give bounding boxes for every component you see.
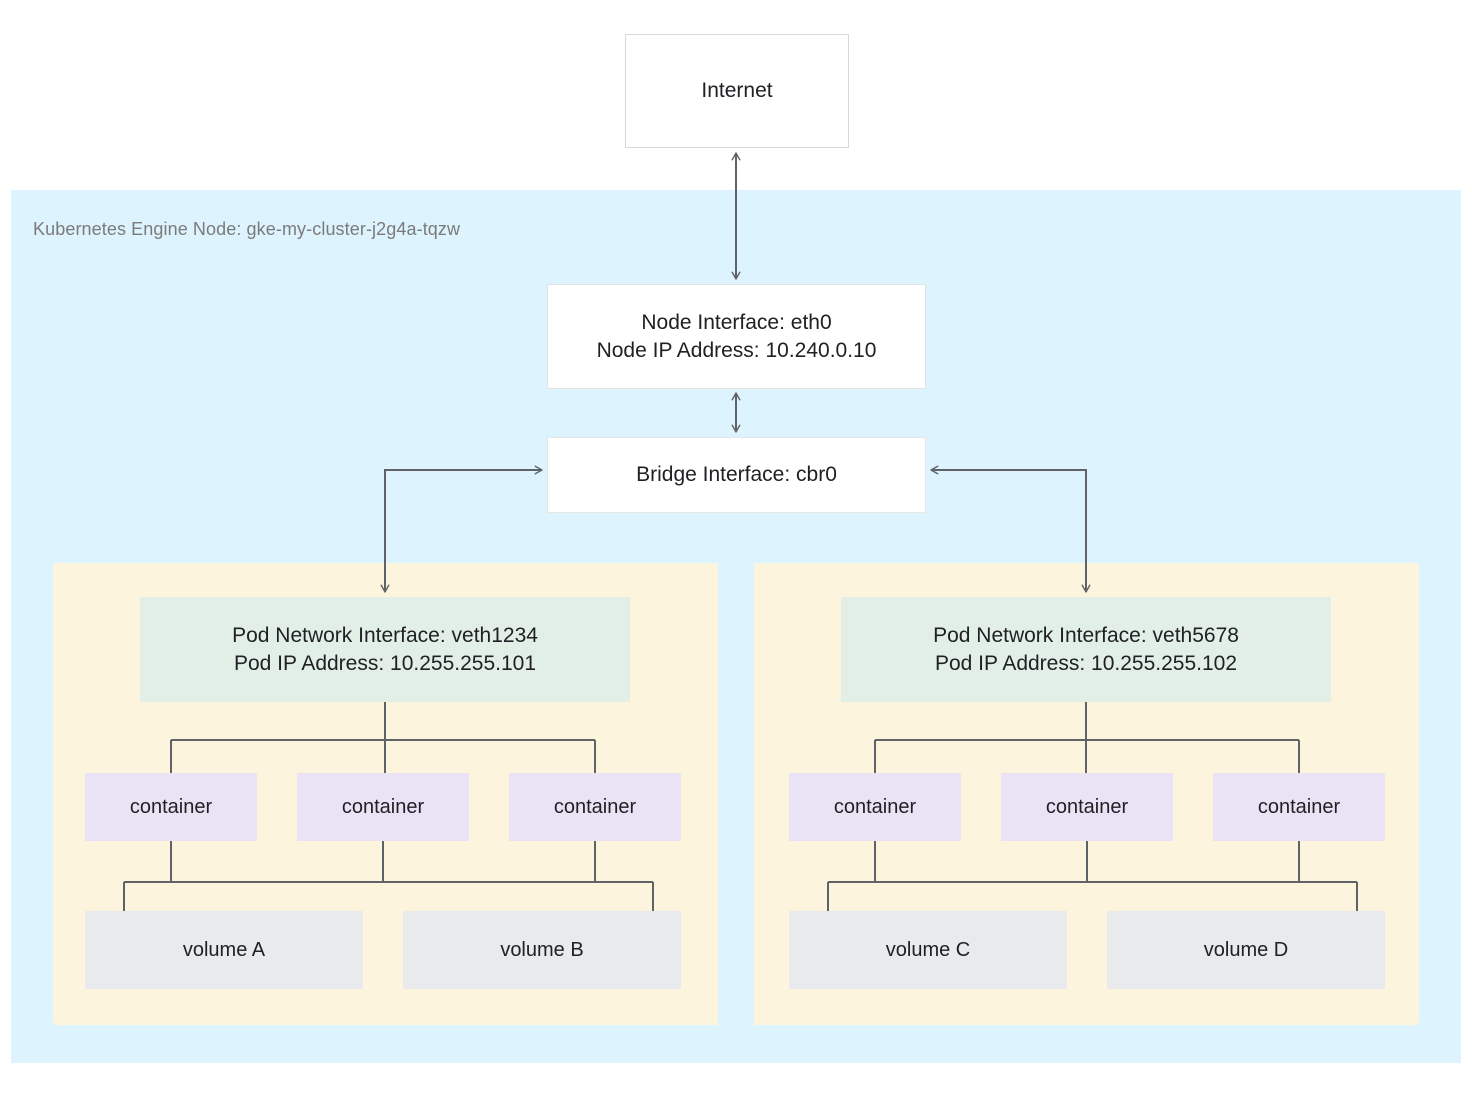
pod-2-volume-1[interactable]: volume C	[789, 911, 1067, 989]
internet-label: Internet	[701, 79, 773, 103]
node-interface-name: Node Interface: eth0	[641, 310, 832, 334]
bridge-interface-box[interactable]: Bridge Interface: cbr0	[547, 437, 926, 513]
container-label: container	[129, 795, 213, 818]
pod-1-container-1[interactable]: container	[85, 773, 257, 841]
pod-2-interface-name: Pod Network Interface: veth5678	[933, 623, 1239, 647]
pod-2-ip-address: Pod IP Address: 10.255.255.102	[934, 651, 1238, 675]
container-label: container	[1045, 795, 1129, 818]
container-label: container	[553, 795, 637, 818]
volume-label: volume D	[1203, 938, 1289, 961]
pod-2-container-3[interactable]: container	[1213, 773, 1385, 841]
pod-network-interface-2[interactable]: Pod Network Interface: veth5678 Pod IP A…	[841, 597, 1331, 702]
node-interface-box[interactable]: Node Interface: eth0 Node IP Address: 10…	[547, 284, 926, 389]
volume-label: volume B	[500, 938, 584, 961]
container-label: container	[833, 795, 917, 818]
container-label: container	[1257, 795, 1341, 818]
kubernetes-node-label: Kubernetes Engine Node: gke-my-cluster-j…	[33, 219, 461, 239]
pod-network-interface-1[interactable]: Pod Network Interface: veth1234 Pod IP A…	[140, 597, 630, 702]
pod-2-container-2[interactable]: container	[1001, 773, 1173, 841]
bridge-interface-label: Bridge Interface: cbr0	[636, 463, 837, 487]
node-ip-address: Node IP Address: 10.240.0.10	[596, 338, 877, 362]
volume-label: volume C	[885, 938, 971, 961]
pod-1-volume-2[interactable]: volume B	[403, 911, 681, 989]
pod-1-ip-address: Pod IP Address: 10.255.255.101	[233, 651, 537, 675]
container-label: container	[341, 795, 425, 818]
internet-box[interactable]: Internet	[625, 34, 849, 148]
pod-2-volume-2[interactable]: volume D	[1107, 911, 1385, 989]
pod-1-container-2[interactable]: container	[297, 773, 469, 841]
pod-1-interface-name: Pod Network Interface: veth1234	[232, 623, 538, 647]
pod-1-container-3[interactable]: container	[509, 773, 681, 841]
pod-1-volume-1[interactable]: volume A	[85, 911, 363, 989]
volume-label: volume A	[182, 938, 266, 961]
pod-2-container-1[interactable]: container	[789, 773, 961, 841]
